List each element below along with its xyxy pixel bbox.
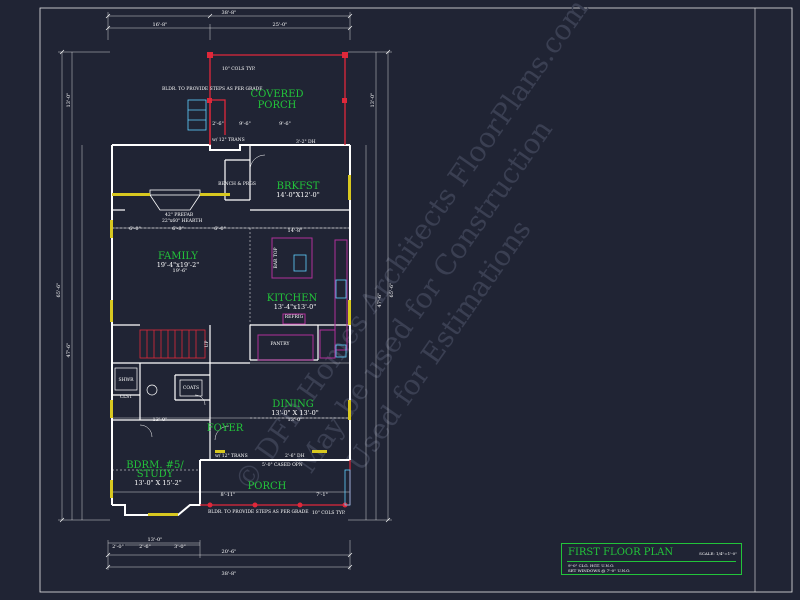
fireplace (149, 189, 201, 211)
sink-fixtures (293, 254, 347, 358)
windows (110, 175, 351, 516)
dim-bottom-left: 13'-0" (148, 537, 163, 543)
dim-left-total: 65'-6" (56, 283, 62, 298)
dashed-lines (112, 227, 350, 471)
note-cols-bottom: 10" COLS TYP. (312, 510, 346, 516)
room-bedroom-size: 13'-0" X 15'-2" (134, 479, 182, 487)
dim-bedroom-width: 13'-0" (153, 417, 168, 423)
dimension-ticks (59, 13, 391, 570)
label-up: UP (204, 341, 210, 348)
note-hearth: 22"x60" HEARTH (162, 218, 202, 224)
dim-left-mid: 47'-6" (66, 343, 72, 358)
room-covered-porch-line2: PORCH (258, 100, 297, 111)
dim-right-mid: 47'-6" (377, 293, 383, 308)
room-bedroom-line2: STUDY (137, 469, 174, 480)
label-pantry: PANTRY (270, 341, 290, 347)
dim-bottom-mid: 20'-6" (222, 549, 237, 555)
dim-porch-top-a: 2'-6" (212, 121, 224, 127)
room-family-name: FAMILY (158, 251, 198, 262)
dim-bay-a: 2'-0" (112, 544, 124, 550)
dim-top-left: 16'-8" (153, 22, 168, 28)
dim-porch-width-b: 7'-1" (316, 492, 328, 498)
kitchen-cabinets (257, 237, 348, 361)
note-door-top: 3'-2" DH (296, 139, 316, 145)
plan-scale: SCALE: 1/4"=1'-0" (699, 551, 737, 556)
dim-top-right: 25'-0" (273, 22, 288, 28)
dim-family-a: 6'-0" (129, 226, 141, 232)
plan-title: FIRST FLOOR PLAN (568, 547, 674, 558)
front-porch-step (344, 469, 351, 506)
dim-dining-width: 13'-0" (288, 417, 303, 423)
label-coats: COATS (183, 385, 199, 391)
room-covered-porch-line1: COVERED (250, 89, 303, 100)
note-prefab: 42" PREFAB (165, 212, 194, 218)
title-underline (567, 561, 736, 562)
note-steps-bottom: BLDR. TO PROVIDE STEPS AS PER GRADE (208, 509, 309, 515)
watermark-line2: May be used for Construction (289, 114, 559, 479)
dim-bay-c: 3'-0" (174, 544, 186, 550)
room-kitchen-size: 13'-4"x13'-0" (274, 303, 316, 311)
room-family-size: 19'-4"x19'-2" (157, 261, 199, 269)
room-porch-name: PORCH (248, 481, 287, 492)
note-trans-bottom: w/ 12" TRANS (215, 453, 248, 459)
room-kitchen-name: KITCHEN (267, 293, 318, 304)
door-swings (139, 154, 266, 441)
label-bench: BENCH & PRGS (218, 181, 256, 187)
dim-right-total: 65'-6" (389, 283, 395, 298)
note-door-bottom: 2'-6" DH (285, 453, 305, 459)
dim-bay-b: 2'-6" (139, 544, 151, 550)
watermark: © DFD Homes Architects FloorPlans.com Ma… (228, 0, 595, 497)
dim-porch-top-c: 9'-6" (279, 121, 291, 127)
plan-note-windows: SET WINDOWS @ 7'-0" U.N.O. (568, 568, 631, 573)
bath-fixtures (114, 367, 203, 397)
label-shwr: SHWR (118, 377, 134, 383)
room-bedroom-line1: BDRM. #5/ (126, 460, 184, 471)
room-foyer-name: FOYER (207, 423, 244, 434)
dim-right-top: 13'-0" (370, 93, 376, 108)
note-trans-top: w/ 12" TRANS (212, 137, 245, 143)
main-staircase (139, 329, 206, 359)
sheet-border (39, 7, 793, 593)
dim-family-width: 19'-6" (173, 268, 188, 274)
note-cols-top: 10" COLS TYP. (222, 66, 256, 72)
dim-kitchen-width: 14'-8" (288, 228, 303, 234)
dim-porch-width-a: 8'-11" (221, 492, 236, 498)
room-dining-name: DINING (272, 399, 313, 410)
label-bar-top: BAR TOP (273, 247, 279, 268)
entry-steps-top (187, 99, 207, 131)
dim-porch-top-b: 9'-6" (239, 121, 251, 127)
label-refrig: REFRIG (285, 314, 304, 320)
interior-walls (112, 145, 350, 460)
dim-family-c: 6'-0" (214, 226, 226, 232)
note-steps-top: BLDR. TO PROVIDE STEPS AS PER GRADE (162, 86, 263, 92)
dim-bottom-total: 38'-8" (222, 571, 237, 577)
room-brkfst-name: BRKFST (277, 181, 320, 192)
watermark-line1: © DFD Homes Architects FloorPlans.com (228, 0, 595, 497)
note-cased: 5'-0" CASED OPN (262, 462, 303, 468)
room-brkfst-size: 14'-0"X12'-0" (276, 191, 319, 199)
room-dining-size: 13'-0" X 13'-0" (271, 409, 319, 417)
dim-top-total: 38'-8" (222, 10, 237, 16)
dim-family-b: 6'-8" (172, 226, 184, 232)
porch-columns (207, 52, 348, 103)
label-clst: CLST (120, 394, 133, 400)
dimension-lines (58, 12, 392, 570)
plan-note-ceiling: 9'-0" CLG. HGT. U.N.O. (568, 563, 615, 568)
title-block: FIRST FLOOR PLAN SCALE: 1/4"=1'-0" 9'-0"… (561, 543, 742, 575)
dim-left-top: 13'-0" (66, 93, 72, 108)
